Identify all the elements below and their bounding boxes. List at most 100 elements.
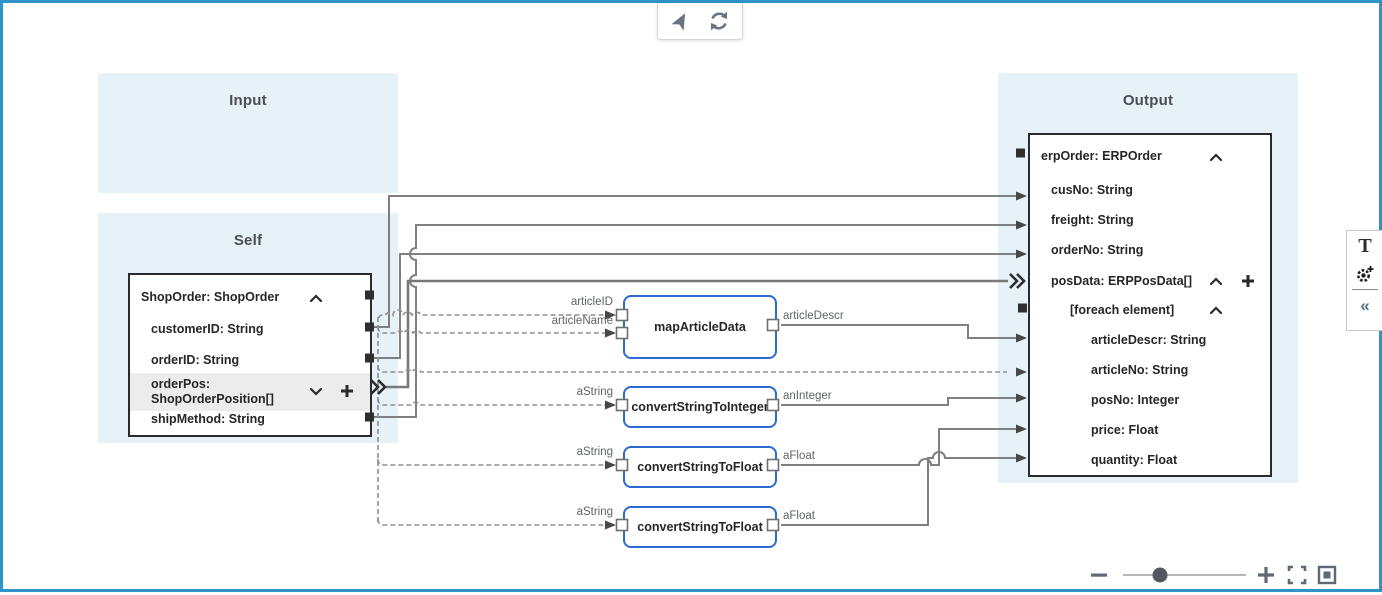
tree-row-shoporder[interactable]: ShopOrder: ShopOrder — [130, 283, 370, 311]
tree-row-label: ShopOrder: ShopOrder — [141, 290, 280, 304]
port-label-astring-3: aString — [576, 506, 613, 518]
port-orderid[interactable] — [365, 353, 374, 363]
port-shoporder[interactable] — [365, 290, 374, 300]
tree-row-customerid[interactable]: customerID: String — [130, 321, 370, 345]
edge-articledescr — [781, 324, 1016, 339]
fn-port-astring-f2[interactable] — [615, 518, 629, 532]
arrow-articlename-in — [605, 328, 616, 338]
fn-port-articlename[interactable] — [615, 326, 629, 340]
self-tree-box: ShopOrder: ShopOrder customerID: String … — [128, 273, 372, 437]
tree-row-label: posNo: Integer — [1091, 393, 1180, 407]
zoom-slider-knob[interactable] — [1152, 567, 1168, 583]
chevron-up-icon[interactable] — [1209, 153, 1223, 162]
text-tool-button[interactable]: T — [1347, 231, 1382, 261]
refresh-button[interactable] — [706, 8, 732, 34]
tree-row-articledescr[interactable]: articleDescr: String — [1030, 332, 1270, 354]
collapse-panel-button[interactable]: « — [1347, 292, 1382, 318]
tree-row-label: articleDescr: String — [1091, 333, 1207, 347]
tree-row-label: cusNo: String — [1051, 183, 1133, 197]
tree-row-price[interactable]: price: Float — [1030, 422, 1270, 444]
fn-port-articledescr-out[interactable] — [766, 318, 780, 332]
port-foreach-element[interactable] — [1018, 303, 1027, 313]
tree-row-label: orderPos: ShopOrderPosition[] — [151, 377, 274, 406]
arrow-astring-f2-in — [605, 520, 616, 530]
function-box-convertstringtofloat-2[interactable]: convertStringToFloat — [623, 506, 777, 548]
tree-row-articleno[interactable]: articleNo: String — [1030, 362, 1270, 384]
navigation-button[interactable] — [668, 8, 694, 34]
chevron-up-icon[interactable] — [1209, 277, 1223, 286]
tree-row-label: articleNo: String — [1091, 363, 1189, 377]
output-ports — [1016, 148, 1027, 313]
tree-row-label: shipMethod: String — [151, 412, 265, 426]
tree-row-label: [foreach element] — [1070, 303, 1175, 317]
port-label-articlename: articleName — [551, 315, 613, 327]
fn-port-astring-f1[interactable] — [615, 458, 629, 472]
port-label-aninteger: anInteger — [783, 390, 832, 402]
fn-port-articleid[interactable] — [615, 308, 629, 322]
tree-row-label: quantity: Float — [1091, 453, 1178, 467]
plus-icon[interactable] — [1241, 274, 1255, 288]
edge-dashed-articlename — [377, 326, 606, 335]
tree-row-quantity[interactable]: quantity: Float — [1030, 452, 1270, 474]
tree-row-orderid[interactable]: orderID: String — [130, 352, 370, 376]
plus-icon[interactable] — [340, 384, 354, 398]
tree-row-cusno[interactable]: cusNo: String — [1030, 182, 1270, 204]
arrow-astring-int-in — [605, 400, 616, 410]
chevron-up-icon[interactable] — [1209, 306, 1223, 315]
text-tool-icon: T — [1358, 235, 1372, 257]
tree-row-posno[interactable]: posNo: Integer — [1030, 392, 1270, 414]
zoom-out-icon[interactable] — [1091, 573, 1107, 577]
fn-port-aninteger-out[interactable] — [766, 398, 780, 412]
output-tree-box: erpOrder: ERPOrder cusNo: String freight… — [1028, 133, 1272, 477]
input-panel-title: Input — [229, 92, 267, 109]
function-name: convertStringToFloat — [637, 460, 763, 474]
chevron-down-icon[interactable] — [309, 387, 323, 396]
function-box-convertstringtointeger[interactable]: convertStringToInteger — [623, 386, 777, 428]
tree-row-label: price: Float — [1091, 423, 1159, 437]
fit-to-screen-icon[interactable] — [1317, 565, 1337, 585]
port-label-astring-2: aString — [576, 446, 613, 458]
tree-row-erporder[interactable]: erpOrder: ERPOrder — [1030, 147, 1270, 171]
function-name: convertStringToInteger — [631, 400, 769, 414]
tree-row-foreach[interactable]: [foreach element] — [1030, 302, 1270, 324]
tree-row-orderno[interactable]: orderNo: String — [1030, 242, 1270, 264]
port-label-articleid: articleID — [570, 296, 613, 308]
edge-dashed-astring-int — [377, 398, 606, 406]
port-shipmethod[interactable] — [365, 412, 374, 422]
tree-row-shipmethod[interactable]: shipMethod: String — [130, 411, 370, 435]
fn-port-afloat2-out[interactable] — [766, 518, 780, 532]
add-function-button[interactable] — [1347, 261, 1382, 287]
port-label-afloat-1: aFloat — [783, 450, 815, 462]
edge-afloat-price — [781, 428, 1016, 466]
edge-afloat-quantity — [781, 451, 1016, 526]
port-posdata-foreach-chevrons[interactable] — [1009, 273, 1026, 289]
function-box-maparticledata[interactable]: mapArticleData — [623, 295, 777, 359]
tree-row-posdata[interactable]: posData: ERPPosData[] — [1030, 273, 1270, 295]
port-label-afloat-2: aFloat — [783, 510, 815, 522]
chevron-up-icon[interactable] — [309, 294, 323, 303]
input-panel: Input — [98, 73, 398, 193]
collapse-panel-icon: « — [1360, 295, 1370, 315]
fullscreen-icon[interactable] — [1287, 565, 1307, 585]
zoom-in-icon[interactable] — [1258, 567, 1274, 583]
edge-dashed-astring-float2 — [377, 518, 606, 526]
tree-row-orderpos[interactable]: orderPos: ShopOrderPosition[] — [130, 375, 370, 411]
tree-row-freight[interactable]: freight: String — [1030, 212, 1270, 234]
fn-port-afloat1-out[interactable] — [766, 458, 780, 472]
edge-dashed-articleno — [377, 365, 1007, 374]
tree-row-label: orderID: String — [151, 353, 240, 367]
tree-row-label: posData: ERPPosData[] — [1051, 274, 1192, 288]
add-function-gear-icon — [1357, 266, 1374, 282]
tree-row-label: customerID: String — [151, 322, 264, 336]
fn-port-astring-int[interactable] — [615, 398, 629, 412]
tree-row-label: erpOrder: ERPOrder — [1041, 149, 1162, 163]
self-ports — [365, 290, 374, 422]
port-erporder[interactable] — [1016, 148, 1025, 158]
zoom-controls-canvas — [1091, 565, 1337, 585]
navigation-icon — [671, 13, 686, 31]
port-orderpos-foreach-chevrons[interactable] — [370, 379, 387, 395]
function-box-convertstringtofloat-1[interactable]: convertStringToFloat — [623, 446, 777, 488]
port-customerid[interactable] — [365, 322, 374, 332]
zoom-controls — [1083, 561, 1343, 589]
